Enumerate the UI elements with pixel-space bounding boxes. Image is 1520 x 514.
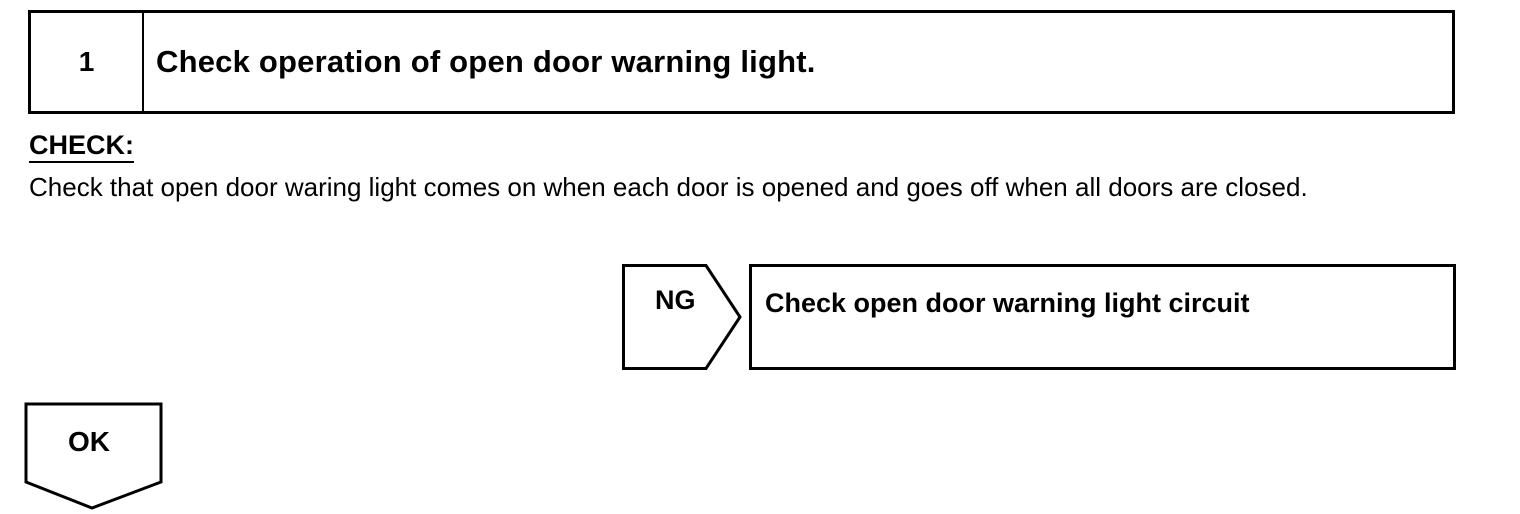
ok-down-arrow-icon bbox=[24, 402, 163, 510]
ng-label: NG bbox=[655, 285, 696, 315]
ok-label: OK bbox=[68, 426, 110, 457]
ng-action-box: Check open door warning light circuit bbox=[749, 264, 1456, 370]
check-instructions: Check that open door waring light comes … bbox=[29, 172, 1308, 202]
step-number: 1 bbox=[31, 13, 144, 111]
step-title: Check operation of open door warning lig… bbox=[156, 44, 816, 79]
check-heading: CHECK: bbox=[29, 130, 134, 163]
step-header: 1 Check operation of open door warning l… bbox=[28, 10, 1455, 114]
ng-right-arrow-icon bbox=[622, 264, 742, 370]
